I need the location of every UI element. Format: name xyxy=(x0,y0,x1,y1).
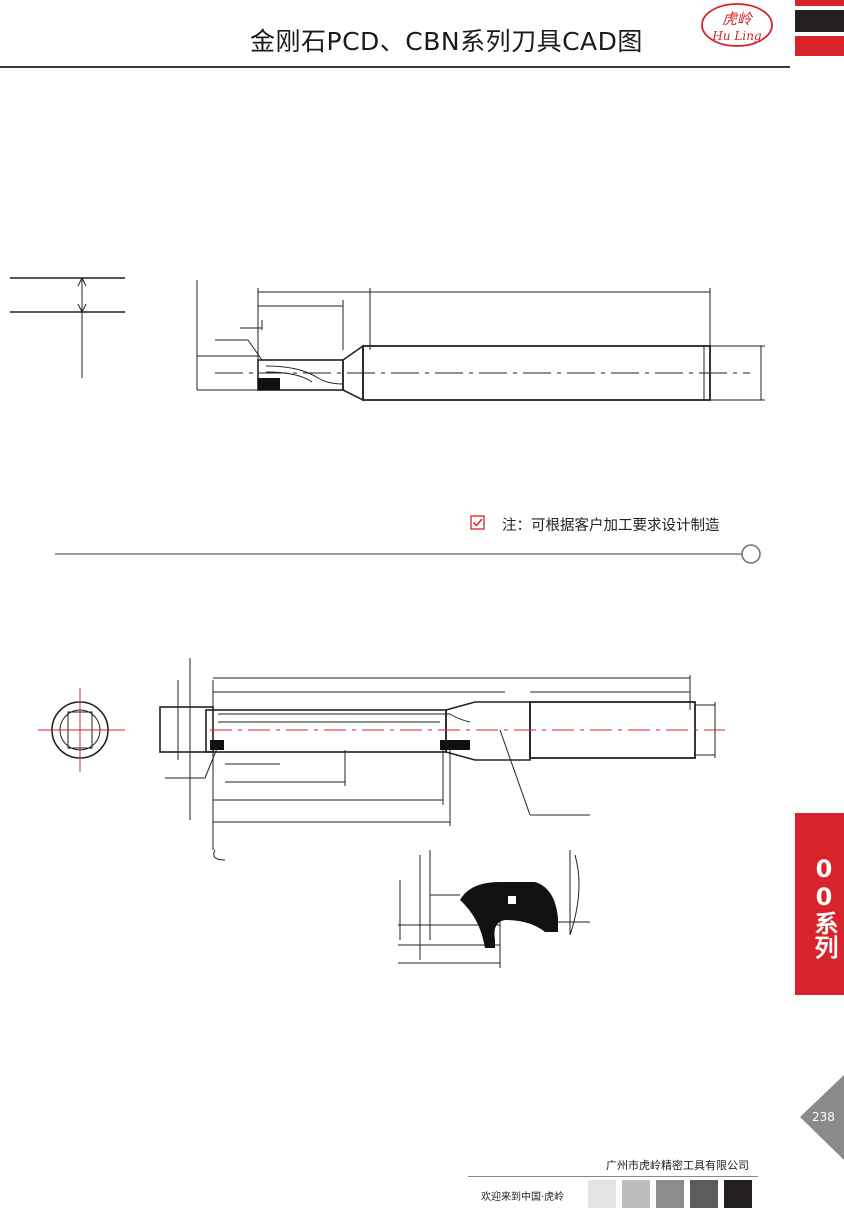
hu-ling-logo: 虎岭 Hu Ling xyxy=(701,3,773,47)
header-rule xyxy=(0,66,790,68)
logo-cn-text: 虎岭 xyxy=(722,10,754,28)
page-number: 238 xyxy=(812,1110,835,1124)
section-divider xyxy=(55,544,761,564)
series-tab xyxy=(795,813,844,995)
tool-drawing-top xyxy=(10,276,765,402)
check-icon xyxy=(470,515,485,530)
welcome-text: 欢迎来到中国·虎岭 xyxy=(481,1192,565,1203)
tool-drawing-bottom xyxy=(38,658,725,968)
page-number-marker xyxy=(800,1075,844,1160)
series-tab-label: 00系列 xyxy=(810,855,838,959)
logo-en-text: Hu Ling xyxy=(711,29,762,43)
company-name: 广州市虎岭精密工具有限公司 xyxy=(606,1159,749,1172)
footer-rule xyxy=(468,1176,758,1177)
design-note: 注：可根据客户加工要求设计制造 xyxy=(502,518,720,534)
page-title: 金刚石PCD、CBN系列刀具CAD图 xyxy=(250,27,643,56)
